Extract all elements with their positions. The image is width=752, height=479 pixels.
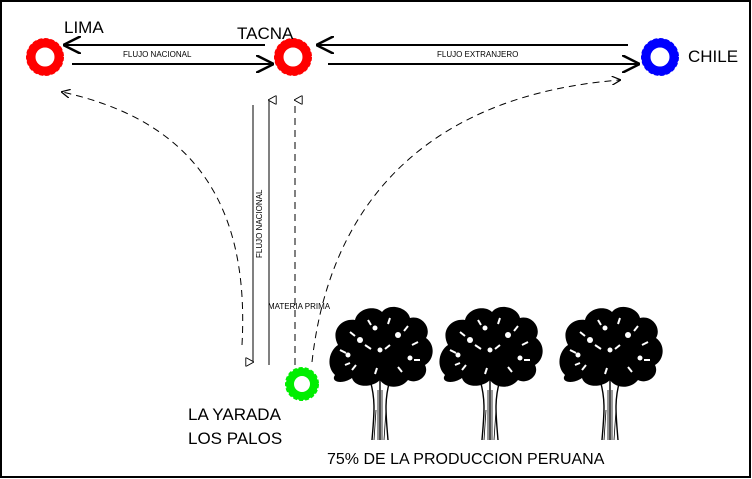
chile-label: CHILE — [688, 47, 739, 66]
flujo-nacional-label: FLUJO NACIONAL — [123, 50, 192, 59]
curve-to-lima — [62, 92, 244, 346]
production-label: 75% DE LA PRODUCCION PERUANA — [327, 451, 605, 468]
tree-icon — [438, 305, 544, 441]
materia-prima-label: MATERIA PRIMA — [268, 302, 331, 311]
los-palos-label: LOS PALOS — [188, 429, 283, 448]
flujo-nacional-vertical-label: FLUJO NACIONAL — [255, 189, 264, 258]
tree-icon — [558, 305, 664, 441]
la-yarada-label: LA YARADA — [188, 405, 281, 424]
la-yarada-node — [285, 367, 319, 401]
tacna-label: TACNA — [237, 24, 294, 43]
lima-label: LIMA — [64, 18, 104, 37]
tree-icon — [328, 305, 434, 441]
tacna-node — [274, 38, 312, 76]
curve-to-chile — [311, 80, 620, 363]
chile-node — [641, 38, 679, 76]
lima-node — [26, 38, 64, 76]
flujo-extranjero-label: FLUJO EXTRANJERO — [437, 50, 519, 59]
